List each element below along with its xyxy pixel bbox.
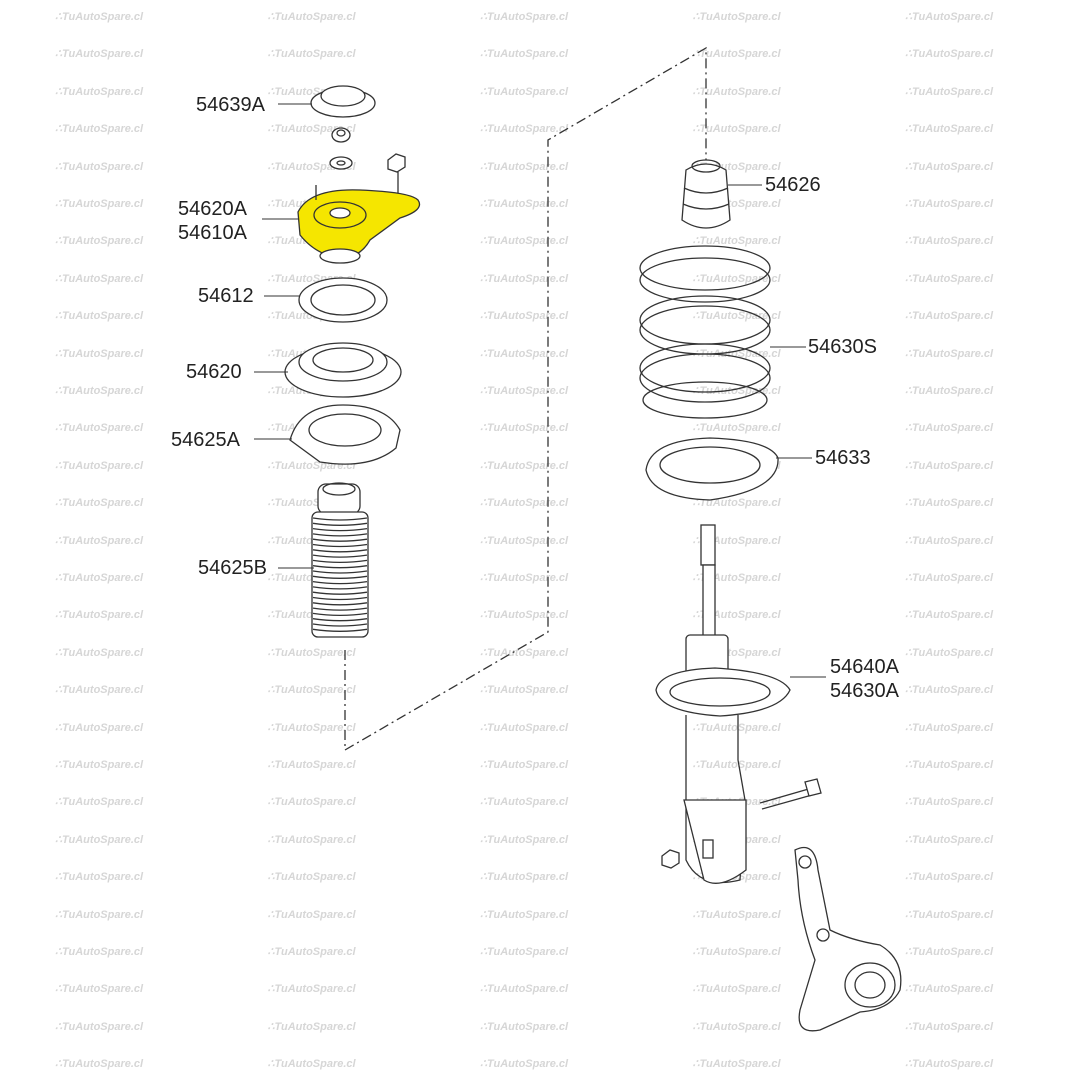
part-label-54625B[interactable]: 54625B	[198, 557, 267, 579]
strut-mount-part-highlighted	[297, 185, 421, 264]
boot-rib	[312, 623, 368, 627]
part-label-54633[interactable]: 54633	[815, 447, 871, 469]
bolt-nut-part	[387, 153, 406, 198]
boot-rib	[312, 575, 368, 579]
boot-rib	[312, 533, 368, 537]
boot-rib	[312, 517, 368, 521]
bearing-part	[298, 277, 388, 323]
part-label-54626[interactable]: 54626	[765, 174, 821, 196]
boot-rib	[312, 570, 368, 574]
spring-pad-part	[289, 404, 401, 465]
boot-rib	[312, 586, 368, 590]
part-label-54620A[interactable]: 54620A	[178, 198, 247, 220]
part-label-54640A[interactable]: 54640A	[830, 656, 899, 678]
leader-lines	[254, 103, 826, 678]
dashed-assembly-outline	[344, 46, 707, 752]
lower-spring-pad-part	[645, 437, 779, 501]
boot-rib	[312, 580, 368, 585]
boot-rib	[312, 527, 368, 532]
spring-seat-upper-part	[284, 342, 402, 398]
boot-rib	[312, 543, 368, 548]
bolt-part	[759, 778, 822, 810]
boot-rib	[312, 554, 368, 558]
bump-stopper-part	[681, 159, 731, 229]
boot-rib	[312, 522, 368, 526]
boot-rib	[312, 559, 368, 564]
boot-rib	[312, 591, 368, 595]
dust-cap-part	[310, 85, 376, 118]
boot-rib	[312, 538, 368, 542]
dust-boot-part	[311, 482, 369, 638]
boot-rib	[312, 602, 368, 606]
part-label-54639A[interactable]: 54639A	[196, 94, 265, 116]
boot-rib	[312, 549, 368, 553]
part-label-54630S[interactable]: 54630S	[808, 336, 877, 358]
strut-assembly-part	[655, 524, 791, 884]
washer-part	[329, 156, 353, 170]
flange-nut-part	[661, 849, 680, 869]
boot-rib	[312, 628, 368, 632]
boot-rib	[312, 618, 368, 622]
boot-rib	[312, 596, 368, 601]
part-label-54625A[interactable]: 54625A	[171, 429, 240, 451]
part-label-54612[interactable]: 54612	[198, 285, 254, 307]
part-label-54620[interactable]: 54620	[186, 361, 242, 383]
boot-rib	[312, 607, 368, 611]
nut-part	[331, 127, 351, 143]
steering-knuckle-part	[794, 846, 902, 1032]
part-label-54610A[interactable]: 54610A	[178, 222, 247, 244]
part-label-54630A[interactable]: 54630A	[830, 680, 899, 702]
boot-rib	[312, 612, 368, 617]
coil-spring-part	[639, 245, 771, 419]
boot-rib	[312, 565, 368, 569]
